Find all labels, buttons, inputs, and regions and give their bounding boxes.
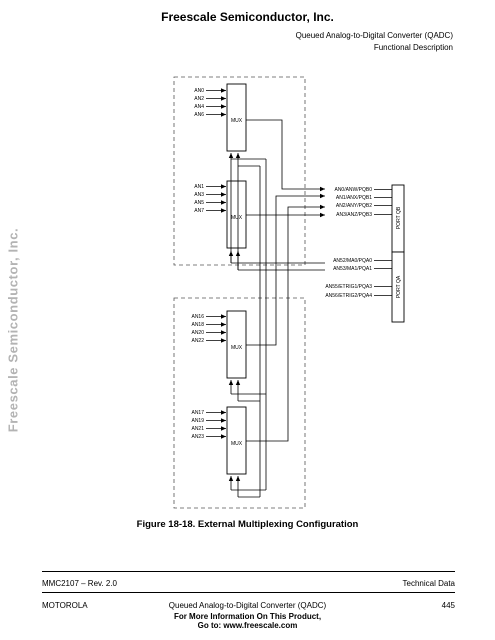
- mux-output-line: [246, 193, 325, 346]
- footer-more-info: For More Information On This Product,: [173, 612, 322, 621]
- mux-input-label: AN23: [191, 434, 204, 440]
- port-qb-pin-label: AN0/ANW/PQB0: [334, 187, 372, 193]
- figure-caption: Figure 18-18. External Multiplexing Conf…: [136, 519, 359, 530]
- footer-rule-top: [42, 571, 455, 572]
- footer-page-number: 445: [441, 601, 455, 610]
- mux-box: [226, 180, 247, 249]
- footer-doc-type: Technical Data: [402, 579, 455, 588]
- mux-output-line: [246, 204, 325, 442]
- mux-output-line: [246, 119, 325, 192]
- mux-input-label: AN6: [194, 112, 204, 118]
- header-company: Freescale Semiconductor, Inc.: [161, 10, 334, 24]
- mux-input-label: AN22: [191, 338, 204, 344]
- port-qb-label: PORT QB: [396, 206, 402, 229]
- mux-label: MUX: [231, 215, 243, 221]
- mux-label: MUX: [231, 118, 243, 124]
- footer-chapter: Queued Analog-to-Digital Converter (QADC…: [168, 601, 327, 610]
- mux-box: [226, 83, 247, 152]
- mux-input-label: AN1: [194, 184, 204, 190]
- mux-input-label: AN17: [191, 410, 204, 416]
- port-qa-label: PORT QA: [396, 275, 402, 298]
- header-section-title: Functional Description: [373, 43, 453, 52]
- mux-box: [226, 310, 247, 379]
- port-qb-pin-label: AN2/ANY/PQB2: [336, 203, 372, 209]
- mux-label: MUX: [231, 441, 243, 447]
- footer-rule-bottom: [42, 592, 455, 593]
- port-qa-pin-label: AN55/ETRIG1/PQA3: [325, 284, 372, 290]
- mux-input-label: AN5: [194, 200, 204, 206]
- footer-website: Go to: www.freescale.com: [197, 621, 298, 630]
- port-qa-pin-label: AN56/ETRIG2/PQA4: [325, 293, 372, 299]
- port-qa-pin-label: AN53/MA1/PQA1: [333, 266, 372, 272]
- mux-input-label: AN20: [191, 330, 204, 336]
- mux-input-label: AN18: [191, 322, 204, 328]
- mux-input-label: AN3: [194, 192, 204, 198]
- port-qb-pin-label: AN3/ANZ/PQB3: [336, 212, 372, 218]
- mux-input-label: AN16: [191, 314, 204, 320]
- port-qa-pin-label: AN52/MA0/PQA0: [333, 258, 372, 264]
- mux-input-label: AN0: [194, 88, 204, 94]
- mux-label: MUX: [231, 345, 243, 351]
- footer-company: MOTOROLA: [42, 601, 88, 610]
- mux-group-lower: [173, 297, 306, 509]
- mux-group-upper: [173, 76, 306, 266]
- mux-box: [226, 406, 247, 475]
- mux-input-label: AN21: [191, 426, 204, 432]
- mux-input-label: AN4: [194, 104, 204, 110]
- header-chapter-title: Queued Analog-to-Digital Converter (QADC…: [295, 31, 453, 40]
- port-qb-pin-label: AN1/ANX/PQB1: [336, 195, 372, 201]
- mux-input-label: AN2: [194, 96, 204, 102]
- mux-input-label: AN7: [194, 208, 204, 214]
- mux-input-label: AN19: [191, 418, 204, 424]
- footer-doc-id: MMC2107 – Rev. 2.0: [42, 579, 117, 588]
- port-qa-box: [391, 251, 405, 323]
